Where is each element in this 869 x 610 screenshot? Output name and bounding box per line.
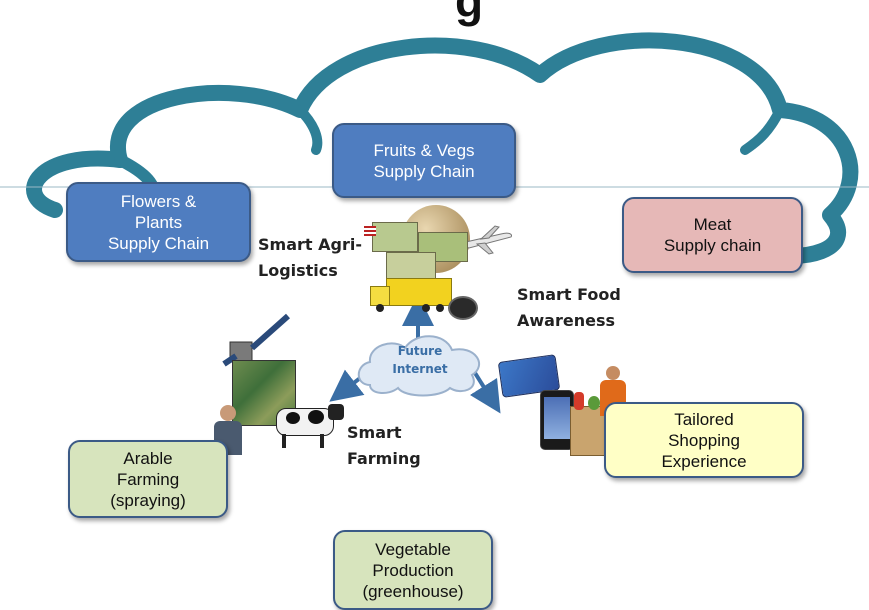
crates-icon (364, 222, 472, 282)
box-fruits-vegs-supply-chain: Fruits & Vegs Supply Chain (332, 123, 516, 198)
box-arable-farming: Arable Farming (spraying) (68, 440, 228, 518)
smartphone-icon (540, 390, 574, 450)
airplane-icon (455, 225, 512, 255)
box-meat-supply-chain: Meat Supply chain (622, 197, 803, 273)
label-smart-food-awareness: Smart Food Awareness (517, 285, 621, 330)
label-smart-agri-logistics: Smart Agri- Logistics (258, 235, 362, 280)
cow-icon (268, 398, 344, 450)
box-tailored-shopping-experience: Tailored Shopping Experience (604, 402, 804, 478)
truck-icon (370, 278, 452, 312)
mouse-icon (448, 296, 478, 320)
label-smart-farming: Smart Farming (347, 423, 421, 468)
future-internet-label: Future Internet (392, 344, 448, 376)
box-vegetable-production: Vegetable Production (greenhouse) (333, 530, 493, 610)
title-fragment: g (455, 0, 484, 27)
satellite-icon (222, 313, 290, 367)
future-internet-cloud (357, 335, 481, 397)
box-flowers-plants-supply-chain: Flowers & Plants Supply Chain (66, 182, 251, 262)
